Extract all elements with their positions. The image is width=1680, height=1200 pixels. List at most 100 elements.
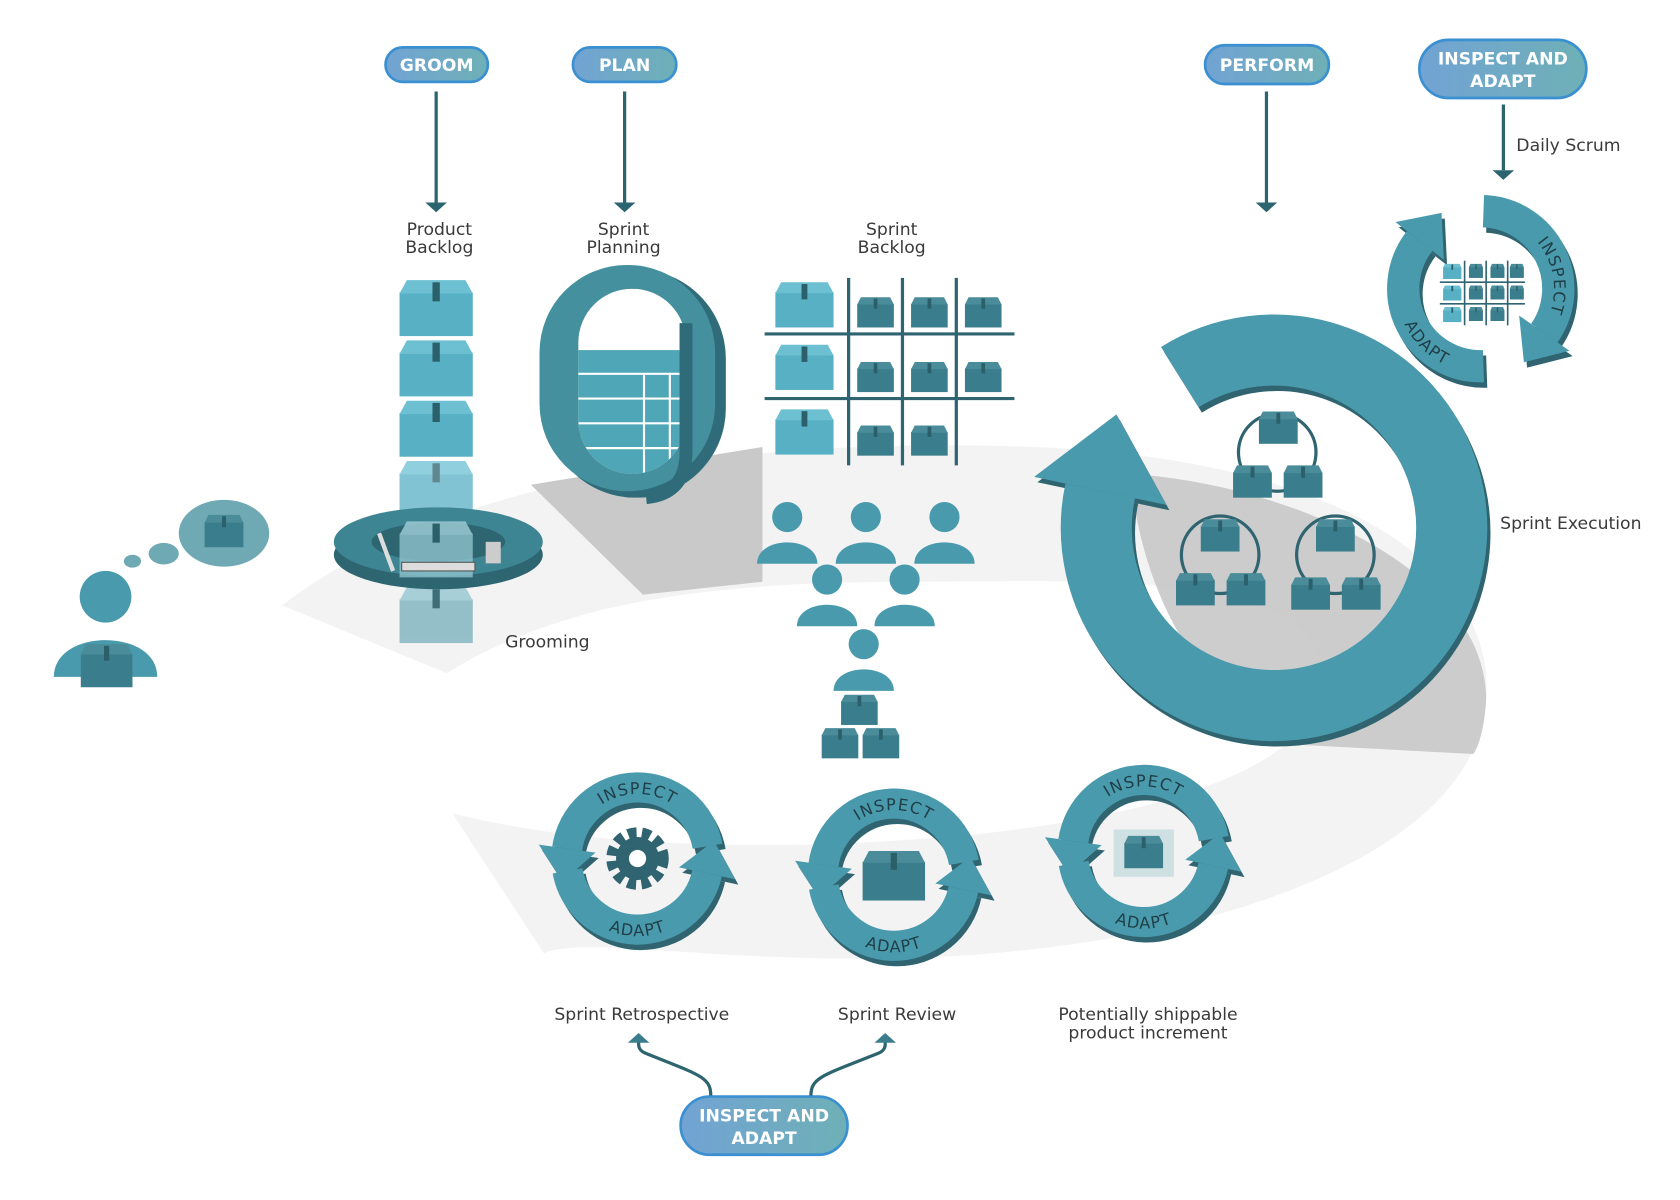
retrospective-inspect-arrow	[538, 772, 726, 887]
development-team	[757, 501, 975, 759]
increment-adapt-label-text: ADAPT	[1113, 909, 1172, 933]
backlog-item-icon	[399, 400, 473, 457]
board-task-icon	[1468, 263, 1483, 278]
plan-pill[interactable]: PLAN	[571, 46, 678, 84]
review-adapt-label-text: ADAPT	[864, 933, 923, 957]
shippable-increment-box-icon	[1124, 835, 1164, 869]
board-task-icon	[1509, 263, 1524, 278]
task-icon	[911, 361, 948, 393]
task-icon	[1226, 573, 1266, 606]
inspect-adapt-bottom-line2: ADAPT	[731, 1129, 797, 1149]
sprint-planning-loop	[539, 264, 726, 505]
work-item-icon	[862, 728, 900, 759]
task-icon	[911, 297, 948, 328]
plan-arrow	[613, 91, 636, 213]
task-icon	[1200, 519, 1240, 552]
daily-scrum-board	[1439, 260, 1525, 326]
plan-label: PLAN	[599, 56, 650, 76]
inspect-adapt-top-line1: INSPECT AND	[1438, 50, 1568, 70]
daily-scrum-label: Daily Scrum	[1516, 136, 1620, 156]
inspect-adapt-bottom-pill[interactable]: INSPECT AND ADAPT	[679, 1095, 849, 1157]
sprint-planning-label-2: Planning	[586, 238, 660, 258]
task-icon	[1258, 411, 1298, 444]
retrospective-arrow	[627, 1033, 713, 1096]
work-item-icon	[841, 694, 878, 725]
board-item-icon	[1443, 285, 1462, 301]
backlog-item-icon	[399, 340, 473, 397]
groom-arrow	[425, 91, 447, 213]
board-item-icon	[1443, 307, 1462, 323]
backlog-item-icon	[399, 280, 473, 337]
increment-adapt-arrow	[1058, 833, 1245, 943]
team-member-icon	[757, 501, 818, 564]
board-task-icon	[1468, 307, 1483, 322]
groom-pill[interactable]: GROOM	[384, 46, 490, 84]
illustrations	[53, 195, 1578, 967]
sprint-backlog-item-icon	[775, 344, 834, 390]
team-member-icon	[833, 629, 894, 691]
product-backlog-label: Product	[407, 220, 473, 240]
daily-scrum-adapt-arrow	[1387, 212, 1488, 388]
pencil-icon	[377, 532, 396, 572]
stakeholder-box-icon	[80, 644, 133, 688]
execution-tasks	[1176, 411, 1381, 610]
board-task-icon	[1490, 307, 1505, 322]
team-member-icon	[796, 564, 858, 627]
sprint-backlog-item-icon	[775, 282, 834, 328]
daily-scrum-inspect-arrow	[1482, 195, 1578, 368]
sprint-retrospective-label: Sprint Retrospective	[554, 1005, 729, 1025]
product-backlog-stack	[333, 280, 543, 644]
work-item-icon	[821, 728, 859, 759]
daily-scrum-arrow	[1492, 104, 1515, 180]
board-task-icon	[1490, 263, 1505, 278]
increment-inspect-arrow	[1044, 764, 1232, 880]
task-icon	[857, 361, 894, 393]
board-item-icon	[1443, 263, 1462, 279]
board-task-icon	[1509, 285, 1524, 300]
task-icon	[857, 297, 894, 328]
sprint-planning-label: Sprint	[598, 220, 650, 240]
review-inspect-arrow	[795, 788, 982, 904]
ruler-icon	[401, 561, 476, 572]
perform-arrow	[1255, 91, 1278, 213]
review-adapt-label: ADAPT	[864, 933, 925, 957]
board-task-icon	[1468, 285, 1483, 300]
review-increment-box-icon	[862, 850, 926, 901]
board-task-icon	[1490, 285, 1505, 300]
backlog-item-icon	[399, 587, 473, 644]
sprint-backlog-grid	[764, 277, 1015, 466]
review-adapt-arrow	[809, 857, 995, 967]
team-member-icon	[914, 501, 975, 564]
inspect-adapt-bottom-line1: INSPECT AND	[699, 1106, 829, 1126]
idea-box-icon	[204, 514, 244, 548]
task-icon	[857, 425, 894, 456]
inspect-adapt-top-pill[interactable]: INSPECT AND ADAPT	[1418, 38, 1588, 100]
sprint-execution-label: Sprint Execution	[1500, 514, 1641, 534]
retrospective-adapt-arrow	[552, 840, 739, 951]
increment-label-2: product increment	[1068, 1023, 1227, 1043]
retrospective-adapt-label: ADAPT	[607, 916, 668, 940]
task-icon	[1176, 573, 1215, 606]
team-member-icon	[835, 501, 896, 564]
task-icon	[1341, 577, 1381, 610]
task-icon	[1291, 577, 1330, 610]
perform-pill[interactable]: PERFORM	[1203, 43, 1331, 86]
product-backlog-label-2: Backlog	[405, 238, 473, 258]
sprint-backlog-label: Sprint	[866, 220, 918, 240]
planning-items	[578, 288, 686, 474]
perform-label: PERFORM	[1220, 56, 1314, 76]
task-icon	[911, 425, 948, 456]
stakeholder	[53, 499, 270, 688]
sprint-review-label: Sprint Review	[838, 1005, 956, 1025]
eraser-icon	[485, 541, 501, 564]
sprint-backlog-item-icon	[775, 409, 834, 455]
sprint-backlog-label-2: Backlog	[858, 238, 926, 258]
inspect-adapt-top-line2: ADAPT	[1470, 72, 1536, 92]
gear-icon	[606, 827, 669, 890]
review-arrow	[809, 1033, 896, 1096]
sprint-execution-cycle-arrow	[1034, 314, 1491, 747]
groom-label: GROOM	[400, 56, 474, 76]
increment-label: Potentially shippable	[1058, 1005, 1237, 1025]
labels: Product Backlog Sprint Planning Sprint B…	[405, 136, 1641, 1044]
increment-adapt-label: ADAPT	[1113, 909, 1174, 933]
